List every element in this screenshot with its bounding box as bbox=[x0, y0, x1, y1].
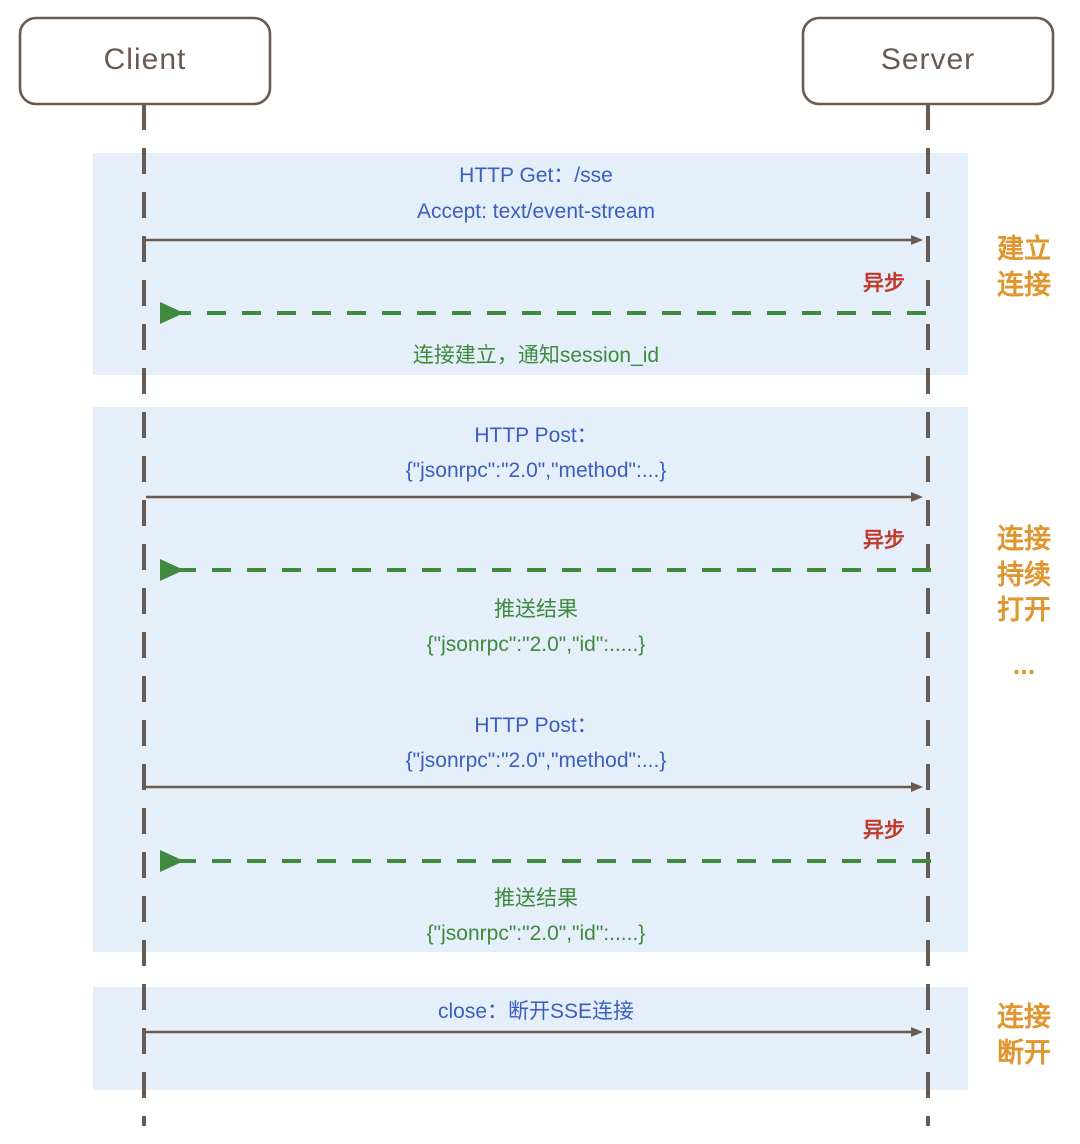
participant-server[interactable] bbox=[801, 16, 1055, 106]
phase-bands bbox=[93, 153, 968, 1090]
band-open bbox=[93, 407, 968, 952]
participant-client-box[interactable] bbox=[18, 16, 272, 106]
band-close bbox=[93, 987, 968, 1090]
band-establish bbox=[93, 153, 968, 375]
participant-client[interactable] bbox=[18, 16, 272, 106]
participant-server-box[interactable] bbox=[801, 16, 1055, 106]
